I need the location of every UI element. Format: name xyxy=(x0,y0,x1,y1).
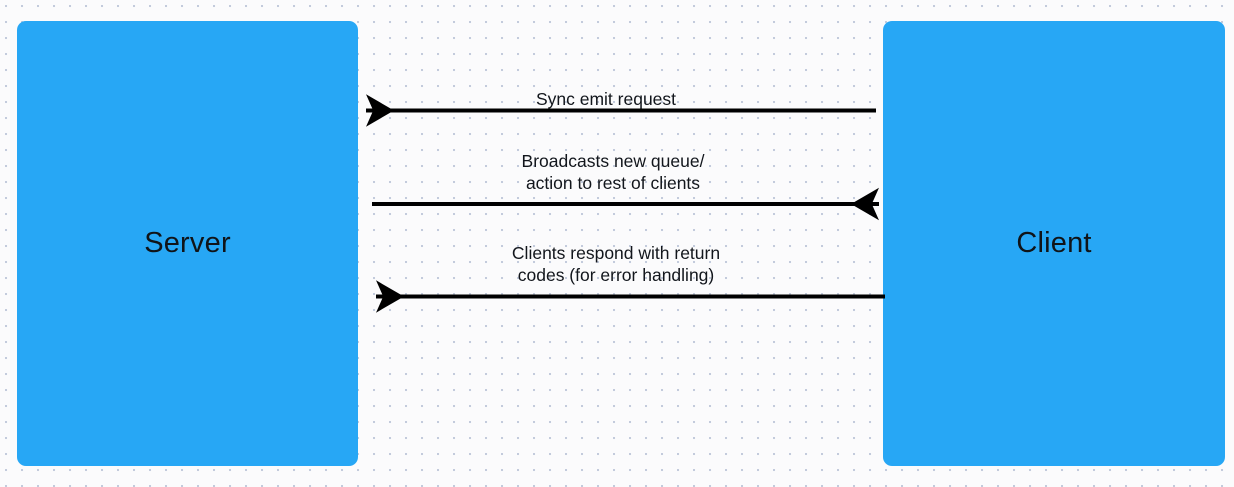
node-server-label: Server xyxy=(144,227,231,259)
node-client-label: Client xyxy=(1016,227,1092,259)
edge-3-label: Clients respond with return codes (for e… xyxy=(511,243,721,285)
node-client[interactable]: Client xyxy=(883,21,1225,466)
edge-1-label: Sync emit request xyxy=(535,89,677,109)
node-server[interactable]: Server xyxy=(17,21,358,466)
edge-2-label: Broadcasts new queue/ action to rest of … xyxy=(521,151,705,193)
